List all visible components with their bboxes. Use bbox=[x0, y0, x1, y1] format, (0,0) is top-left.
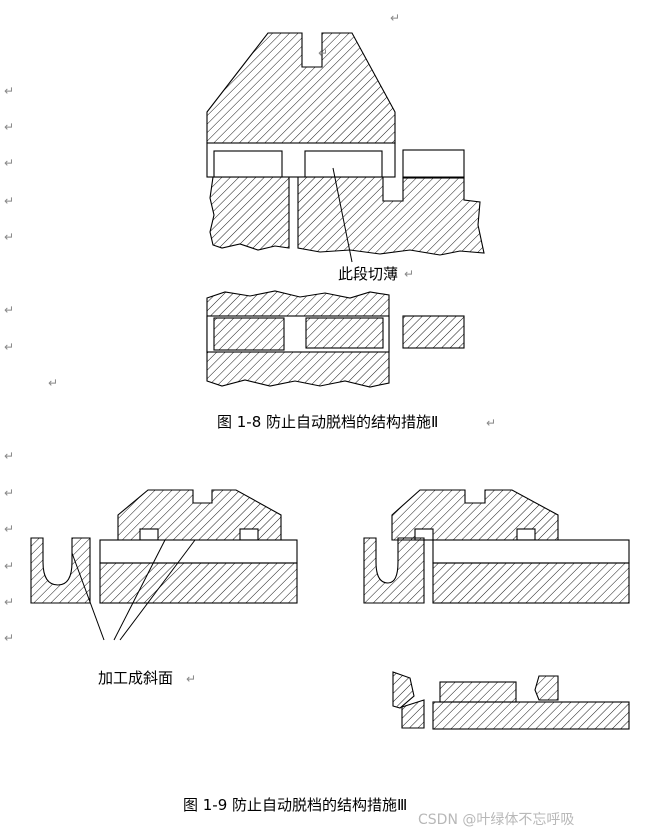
paragraph-mark: ↵ bbox=[4, 303, 14, 317]
fig19-annotation-text: 加工成斜面 bbox=[98, 669, 173, 687]
fig19-right-tooth-b bbox=[516, 528, 536, 541]
paragraph-mark: ↵ bbox=[4, 120, 14, 134]
fig19-left-tooth-b bbox=[239, 528, 259, 541]
figure-1-9-right-assembly bbox=[363, 489, 630, 604]
paragraph-mark: ↵ bbox=[186, 672, 196, 686]
fig19-detail-bevel-left-top bbox=[392, 671, 415, 709]
fig18-base-left bbox=[209, 176, 290, 251]
figure-1-9-right-detail bbox=[392, 671, 630, 730]
paragraph-mark: ↵ bbox=[48, 376, 58, 390]
fig19-leader-2 bbox=[113, 539, 166, 641]
fig18-annotation-text: 此段切薄 bbox=[338, 265, 398, 283]
fig19-left-strip bbox=[99, 539, 298, 564]
figure-1-8-upper-assembly bbox=[206, 32, 485, 263]
fig18-lower-insert-left bbox=[213, 317, 285, 351]
fig18-lower-insert-right bbox=[305, 317, 384, 349]
fig18-caption: 图 1-8 防止自动脱档的结构措施Ⅱ bbox=[217, 413, 438, 431]
fig19-leader-1 bbox=[71, 552, 105, 641]
paragraph-mark: ↵ bbox=[4, 486, 14, 500]
figure-1-9-left-assembly bbox=[30, 489, 298, 641]
paragraph-mark: ↵ bbox=[318, 46, 328, 60]
figure-1-8-lower-assembly bbox=[206, 290, 465, 388]
fig19-detail-bevel-right bbox=[534, 675, 559, 701]
fig19-right-u-part bbox=[363, 537, 425, 604]
paragraph-mark: ↵ bbox=[4, 230, 14, 244]
fig19-leader-3 bbox=[119, 539, 196, 641]
paragraph-mark: ↵ bbox=[390, 11, 400, 25]
fig19-left-tooth-a bbox=[139, 528, 159, 541]
fig19-detail-center-block bbox=[439, 681, 517, 703]
paragraph-mark: ↵ bbox=[4, 631, 14, 645]
paragraph-mark: ↵ bbox=[4, 340, 14, 354]
paragraph-mark: ↵ bbox=[4, 595, 14, 609]
paragraph-mark: ↵ bbox=[4, 559, 14, 573]
fig19-left-base bbox=[99, 562, 298, 604]
fig19-detail-bevel-left-bottom bbox=[401, 699, 425, 729]
fig19-left-u-part bbox=[30, 537, 91, 604]
fig18-gear-left bbox=[213, 150, 283, 178]
fig18-base-right bbox=[297, 176, 485, 256]
fig18-gear-right bbox=[304, 150, 383, 178]
paragraph-marks: ↵ ↵ ↵ ↵ ↵ ↵ ↵ ↵ ↵ ↵ ↵ ↵ ↵ ↵ ↵ ↵ ↵ ↵ ↵ bbox=[4, 11, 496, 686]
fig19-detail-base bbox=[432, 701, 630, 730]
paragraph-mark: ↵ bbox=[4, 84, 14, 98]
fig19-right-base bbox=[432, 562, 630, 604]
paragraph-mark: ↵ bbox=[486, 416, 496, 430]
paragraph-mark: ↵ bbox=[4, 194, 14, 208]
fig18-slider-block bbox=[206, 32, 396, 144]
fig18-right-block bbox=[402, 149, 465, 179]
fig19-right-strip bbox=[432, 539, 630, 564]
paragraph-mark: ↵ bbox=[4, 522, 14, 536]
fig18-lower-right-piece bbox=[402, 315, 465, 349]
fig19-caption: 图 1-9 防止自动脱档的结构措施Ⅲ bbox=[183, 796, 407, 814]
paragraph-mark: ↵ bbox=[4, 449, 14, 463]
paragraph-mark: ↵ bbox=[404, 267, 414, 281]
fig18-leader-line bbox=[332, 167, 353, 263]
paragraph-mark: ↵ bbox=[4, 156, 14, 170]
watermark: CSDN @叶绿体不忘呼吸 bbox=[418, 812, 574, 828]
